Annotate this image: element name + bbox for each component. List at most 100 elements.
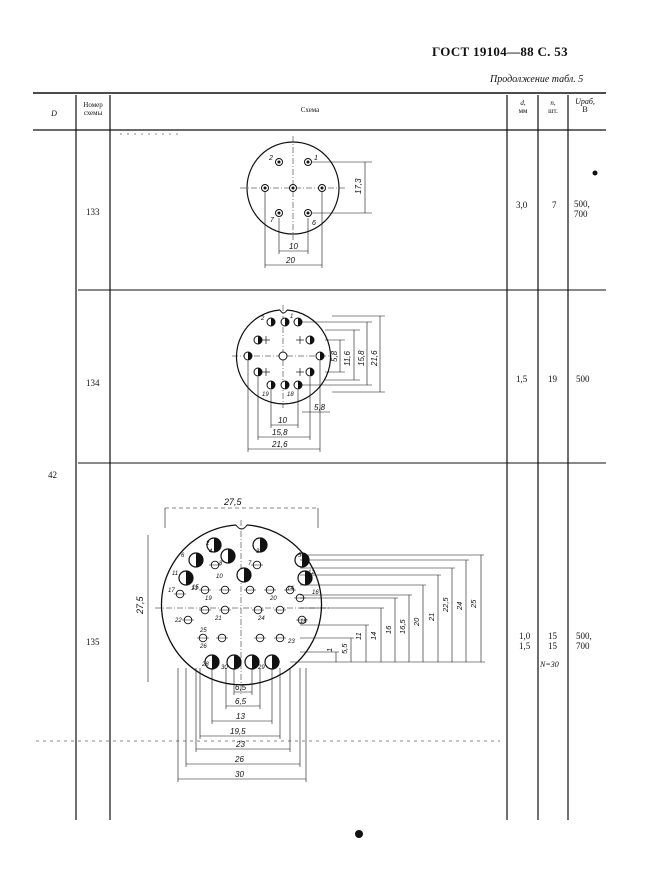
col-header-u-work: Uраб,В <box>575 97 595 114</box>
s133-pin-7: 7 <box>270 217 275 224</box>
s134-dim-21-6: 21,6 <box>271 440 288 449</box>
s134-dim-11-6: 11,6 <box>343 350 352 366</box>
s133-pin-6: 6 <box>312 220 316 227</box>
s135-pin-3: 3 <box>256 549 260 555</box>
s135-pin-23: 23 <box>287 639 295 645</box>
row-134-number: 134 <box>86 378 100 388</box>
ink-dot <box>355 830 363 838</box>
scheme-134-pins <box>243 317 325 390</box>
s135-pin-17: 17 <box>168 588 175 594</box>
s135-pin-29: 29 <box>257 665 265 671</box>
s135-power-pin-fill <box>196 553 203 567</box>
s135-pin-9: 9 <box>247 576 251 582</box>
s135-dim-r4: 14 <box>369 632 378 640</box>
ink-dot <box>592 170 598 176</box>
s133-dim-20: 20 <box>285 256 295 265</box>
s135-dim-r9: 22,5 <box>441 597 450 613</box>
s134-pin-2: 2 <box>260 316 265 322</box>
s135-pin-2: 2 <box>205 541 210 547</box>
s135-pin-20: 20 <box>269 596 277 602</box>
col-header-d: D <box>51 109 57 118</box>
page-header: ГОСТ 19104—88 С. 53 <box>432 44 568 59</box>
s134-dim-10: 10 <box>278 416 287 425</box>
row-133-d: 3,0 <box>516 200 528 210</box>
scheme-134: 2 1 19 18 10 15,8 21,6 5,8 <box>232 305 385 452</box>
s135-dim-b1: 6,5 <box>235 683 247 692</box>
s135-pin-30: 30 <box>221 665 228 671</box>
s135-pin-13: 13 <box>191 586 198 592</box>
scheme-135: 1 2 3 4 5 6 7 8 9 10 11 12 13 14 15 16 1… <box>135 497 485 782</box>
s135-dim-b7: 30 <box>235 770 244 779</box>
s134-dim-15-8: 15,8 <box>272 428 288 437</box>
s135-pin-27: 27 <box>272 662 280 668</box>
s135-dim-top: 27,5 <box>223 497 243 507</box>
s135-dim-b3: 13 <box>236 712 245 721</box>
s135-dim-r10: 24 <box>455 602 464 611</box>
s135-power-pin-fill <box>214 538 221 552</box>
s135-pin-21: 21 <box>214 616 222 622</box>
s134-pin-18: 18 <box>287 392 294 398</box>
col-header-n-pcs: n,шт. <box>548 99 558 115</box>
s135-power-pin-fill <box>244 568 251 582</box>
s135-pin-15: 15 <box>192 585 199 591</box>
scheme-135-pins <box>174 537 313 670</box>
row-134-u: 500 <box>576 374 590 384</box>
s135-pin-19: 19 <box>205 596 212 602</box>
s133-dim-17-3: 17,3 <box>354 178 363 194</box>
table-continuation-label: Продолжение табл. 5 <box>490 74 584 85</box>
scheme-135-pin-labels: 1 2 3 4 5 6 7 8 9 10 11 12 13 14 15 16 1… <box>168 538 319 671</box>
s134-pin-19: 19 <box>262 392 269 398</box>
s135-pin-24: 24 <box>257 616 265 622</box>
s135-pin-4: 4 <box>209 549 213 555</box>
s135-dim-r11: 25 <box>469 599 478 609</box>
s135-pin-16: 16 <box>312 590 319 596</box>
s135-power-pin-fill <box>212 655 219 669</box>
group-d-value: 42 <box>48 470 57 480</box>
table-grid <box>33 92 606 820</box>
s135-pin-8: 8 <box>219 561 223 567</box>
s134-dim-5-8-v: 5,8 <box>330 350 339 362</box>
s135-pin-25: 25 <box>199 628 207 634</box>
scheme-133: 2 1 7 6 10 20 17,3 <box>240 136 372 268</box>
s134-dim-15-8-v: 15,8 <box>357 350 366 366</box>
s135-pin-12: 12 <box>308 570 315 576</box>
s135-pin-6: 6 <box>181 553 185 559</box>
s134-pin-1: 1 <box>290 314 293 320</box>
s135-pin-7: 7 <box>248 561 252 567</box>
s135-power-pin-fill <box>272 655 279 669</box>
s135-pin-10: 10 <box>216 574 223 580</box>
s133-dim-10: 10 <box>289 242 298 251</box>
s134-dim-5-8-h: 5,8 <box>314 403 326 412</box>
s135-dim-r2: 5,5 <box>340 643 349 654</box>
s135-pin-1: 1 <box>260 538 263 544</box>
s135-power-pin-fill <box>260 538 267 552</box>
s135-dim-left: 27,5 <box>135 595 145 615</box>
s135-power-pin-fill <box>234 655 241 669</box>
s134-dim-21-6-v: 21,6 <box>370 350 379 367</box>
s135-pin-5: 5 <box>298 553 302 559</box>
row-133-number: 133 <box>86 207 100 217</box>
s135-dim-r6: 16,5 <box>398 619 407 634</box>
s135-power-pin-fill <box>186 571 193 585</box>
row-133-n: 7 <box>552 200 557 210</box>
s135-power-pin-fill <box>305 571 312 585</box>
s135-dim-r1: 1 <box>325 648 334 652</box>
s135-pin-11: 11 <box>172 571 178 577</box>
row-135-number: 135 <box>86 637 100 647</box>
s135-power-pin-fill <box>228 549 235 563</box>
s135-pin-26: 26 <box>199 644 207 650</box>
s135-pin-14: 14 <box>287 586 294 592</box>
col-header-scheme: Схема <box>300 106 320 114</box>
s135-dim-b4: 19,5 <box>230 727 246 736</box>
s135-pin-18: 18 <box>300 619 307 625</box>
s135-dim-b5: 23 <box>235 740 245 749</box>
s135-pin-22: 22 <box>174 618 182 624</box>
s135-dim-b6: 26 <box>234 755 244 764</box>
s135-dim-r5: 16 <box>384 625 393 634</box>
s133-pin-2: 2 <box>268 155 273 162</box>
col-header-d-mm: d,мм <box>518 99 528 115</box>
s135-dim-r7: 20 <box>412 617 421 627</box>
